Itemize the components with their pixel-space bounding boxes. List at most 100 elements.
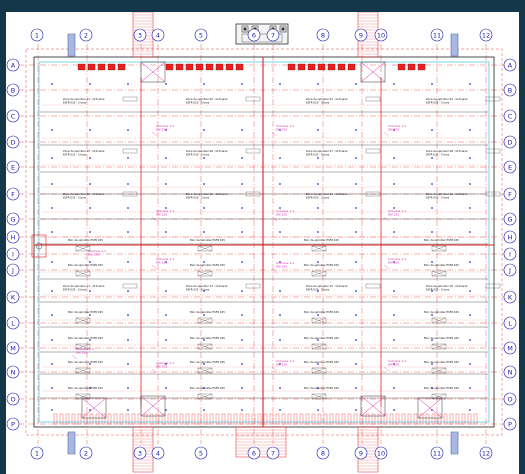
dock-cabinet-top [165,63,174,71]
grid-bubble-col-2-top: 2 [79,28,93,42]
svg-text:4: 4 [156,31,160,39]
sprinkler-head [431,183,433,185]
sprinkler-head [393,387,395,389]
sprinkler-head [393,409,395,411]
grid-bubble-row-L-left: L [6,316,20,330]
sprinkler-head [165,183,167,185]
svg-text:DN 150: DN 150 [276,128,287,132]
dock-door-bottom [71,413,76,425]
sprinkler-head [393,83,395,85]
grid-bubble-row-M-left: M [6,341,20,355]
sprinkler-head [469,387,471,389]
svg-text:5: 5 [199,31,203,39]
sprinkler-head [355,314,357,316]
valve-room-ne [360,61,386,83]
sprinkler-head [469,157,471,159]
svg-text:Zone de sprinkler 16 - Ordinai: Zone de sprinkler 16 - Ordinaire [426,284,468,288]
dock-door-bottom [173,413,178,425]
dock-cabinet-top [225,63,234,71]
svg-text:ESFR K25 - 5 bars: ESFR K25 - 5 bars [63,288,87,292]
dock-door-bottom [203,413,208,425]
bay-label: Bloc de sprinkler ESFR K25 [190,238,225,252]
svg-text:B: B [11,86,15,94]
sprinkler-head [127,129,129,131]
svg-text:Colonne 1.1: Colonne 1.1 [276,209,294,213]
svg-text:Colonne 1.1: Colonne 1.1 [388,124,406,128]
svg-text:Zone de sprinkler 04 - Ordinai: Zone de sprinkler 04 - Ordinaire [426,97,468,101]
dock-door-bottom [287,413,292,425]
svg-text:B: B [508,86,512,94]
bay-label: Bloc de sprinkler ESFR K25 [304,360,339,374]
dock-door-bottom [239,413,244,425]
dock-door-bottom [389,413,394,425]
svg-text:Colonne 1.1: Colonne 1.1 [156,124,174,128]
sprinkler-head [165,261,167,263]
svg-text:E: E [11,163,15,171]
svg-text:Zone de sprinkler 09 - Ordinai: Zone de sprinkler 09 - Ordinaire [63,192,105,196]
sprinkler-head [355,157,357,159]
dock-door-bottom [197,413,202,425]
bay-label: Bloc de sprinkler ESFR K25 [424,310,459,324]
downpipe-ne [450,33,459,57]
grid-bubble-col-12-top: 12 [479,28,493,42]
grid-bubble-row-M-right: M [503,341,517,355]
grid-bubble-row-J-right: J [503,263,517,277]
sprinkler-head [127,314,129,316]
svg-text:Bloc de sprinkler ESFR K25: Bloc de sprinkler ESFR K25 [304,360,339,364]
sprinkler-head [127,290,129,292]
svg-text:DN 150: DN 150 [388,363,399,367]
dock-door-bottom [245,413,250,425]
bay-label: Bloc de sprinkler ESFR K25 [68,263,103,277]
sprinkler-head [393,183,395,185]
dock-door-bottom [257,413,262,425]
svg-text:Bloc de sprinkler ESFR K25: Bloc de sprinkler ESFR K25 [68,386,103,390]
sprinkler-head [469,207,471,209]
dock-cabinet-top [287,63,296,71]
valve-room-se2 [417,397,443,419]
svg-text:ESFR K25 - 5 bars: ESFR K25 - 5 bars [186,101,210,105]
bay-label: Bloc de sprinkler ESFR K25 [68,336,103,350]
grid-bubble-col-10-bottom: 10 [374,446,388,460]
svg-text:DN 150: DN 150 [276,363,287,367]
sprinkler-head [127,83,129,85]
grid-bubble-col-7-bottom: 7 [266,446,280,460]
sprinkler-head [51,183,53,185]
property-line [25,48,503,436]
sprinkler-head [393,261,395,263]
sprinkler-head [165,129,167,131]
grid-bubble-col-7-top: 7 [266,28,280,42]
svg-text:8: 8 [321,449,325,457]
dock-door-bottom [77,413,82,425]
equipment-layer [31,12,478,473]
svg-text:Zone de sprinkler 03 - Ordinai: Zone de sprinkler 03 - Ordinaire [306,97,348,101]
svg-text:4: 4 [156,449,160,457]
bay-label: Bloc de sprinkler ESFR K25 [68,386,103,400]
dock-door-bottom [359,413,364,425]
sprinkler-head [241,207,243,209]
svg-text:Zone de sprinkler 08 - Ordinai: Zone de sprinkler 08 - Ordinaire [426,149,468,153]
dock-door-bottom [143,413,148,425]
svg-text:ESFR K25 - 5 bars: ESFR K25 - 5 bars [306,101,330,105]
svg-text:ESFR K25 - 5 bars: ESFR K25 - 5 bars [63,153,87,157]
riser-callout-13: Colonne 1.1DN 150 [271,359,294,372]
sprinkler-head [203,231,205,233]
building-envelope-layer [25,48,503,436]
svg-text:Zone de sprinkler 07 - Ordinai: Zone de sprinkler 07 - Ordinaire [306,149,348,153]
dock-door-bottom [101,413,106,425]
dock-door-bottom [347,413,352,425]
sprinkler-head [393,129,395,131]
sprinkler-head [431,231,433,233]
svg-text:ESFR K25 - 5 bars: ESFR K25 - 5 bars [426,288,450,292]
dock-door-bottom [149,413,154,425]
svg-text:11: 11 [433,31,441,39]
structural-grid-layer [18,44,506,444]
sprinkler-head [431,129,433,131]
grid-bubble-row-B-left: B [6,83,20,97]
